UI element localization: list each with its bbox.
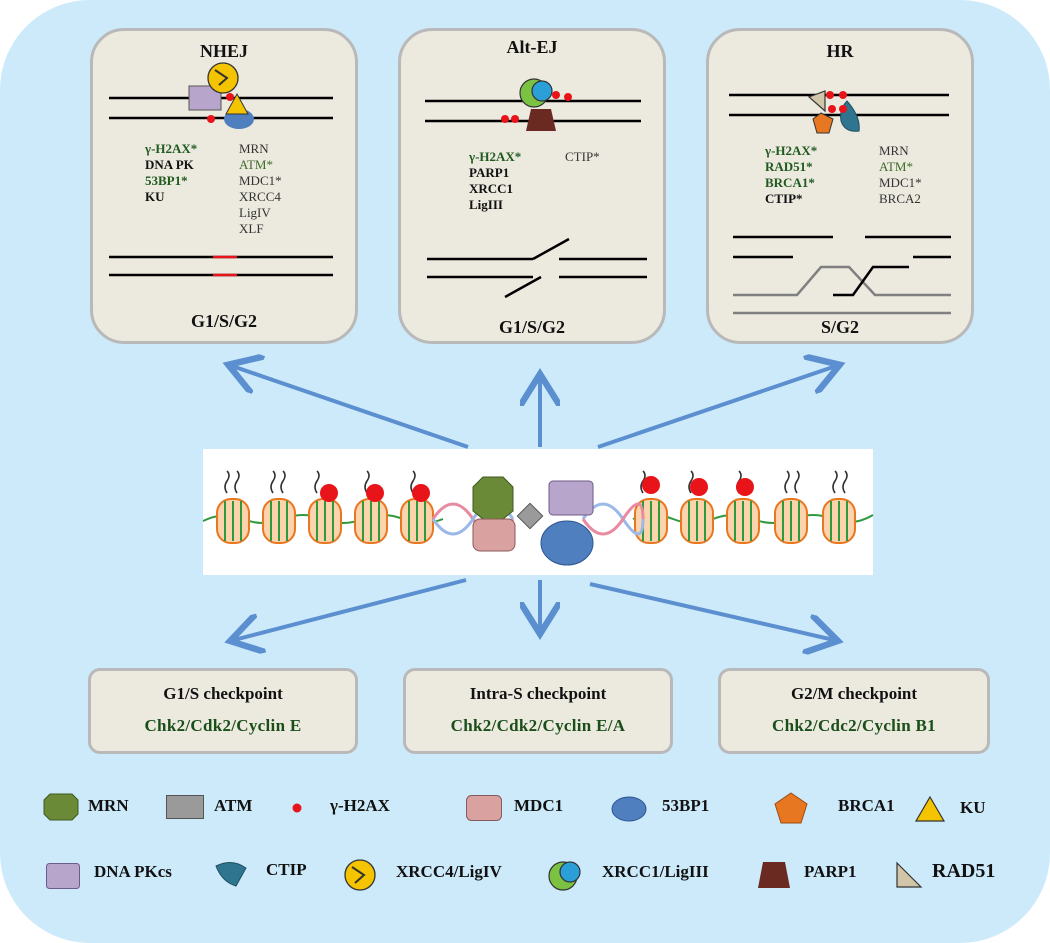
factor-label: γ-H2AX* xyxy=(469,149,522,164)
hr-cell-cycle: S/G2 xyxy=(820,317,859,337)
53bp1-icon xyxy=(611,796,647,822)
parp1-icon xyxy=(758,862,790,888)
factor-label: BRCA2 xyxy=(879,191,921,206)
factor-label: RAD51* xyxy=(765,159,813,174)
factor-label: XRCC1 xyxy=(469,181,514,196)
xrcc4-ligiv-icon xyxy=(344,859,376,891)
altej-cell-cycle: G1/S/G2 xyxy=(498,317,565,337)
factor-label: γ-H2AX* xyxy=(145,141,198,156)
atm-icon xyxy=(166,795,204,819)
checkpoint-proteins: Chk2/Cdk2/Cyclin E/A xyxy=(450,716,626,735)
altej-factors-left: γ-H2AX* PARP1 XRCC1 LigIII xyxy=(469,149,521,213)
factor-label: BRCA1* xyxy=(765,175,815,190)
legend-53bp1-label: 53BP1 xyxy=(662,796,710,815)
legend-ku-label: KU xyxy=(960,798,986,817)
hr-factors-right: MRN ATM* MDC1* BRCA2 xyxy=(879,143,922,207)
hr-repair-illustration xyxy=(729,90,949,134)
chromatin-panel xyxy=(202,449,874,575)
legend-brca1-label: BRCA1 xyxy=(838,796,895,815)
legend-rad51-label: RAD51 xyxy=(932,860,996,882)
legend-mdc1-label: MDC1 xyxy=(514,796,564,815)
altej-card: Alt-EJ γ-H2AX* PARP1 XRCC1 LigIII CTIP* … xyxy=(398,28,666,344)
legend-ctip-label: CTIP xyxy=(266,860,307,879)
nhej-ligated-dna xyxy=(109,255,333,277)
mdc1-icon xyxy=(466,795,502,821)
nhej-repair-illustration xyxy=(109,62,333,129)
legend-parp1-label: PARP1 xyxy=(804,862,857,881)
factor-label: ATM* xyxy=(239,157,273,172)
factor-label: CTIP* xyxy=(765,191,803,206)
altej-end-joining-dna xyxy=(427,237,647,299)
nhej-factors-right: MRN ATM* MDC1* XRCC4 LigIV XLF xyxy=(239,141,282,237)
factor-label: 53BP1* xyxy=(145,173,188,188)
factor-label: LigIV xyxy=(239,205,271,220)
legend-h2ax-label: γ-H2AX xyxy=(330,796,390,815)
factor-label: XRCC4 xyxy=(239,189,281,204)
factor-label: γ-H2AX* xyxy=(765,143,818,158)
factor-label: PARP1 xyxy=(469,165,510,180)
legend-xrcc4-label: XRCC4/LigIV xyxy=(396,862,502,881)
factor-label: KU xyxy=(145,189,165,204)
checkpoint-title: G2/M checkpoint xyxy=(790,684,918,703)
legend-xrcc1-label: XRCC1/LigIII xyxy=(602,862,709,881)
checkpoint-title: Intra-S checkpoint xyxy=(469,684,607,703)
factor-label: XLF xyxy=(239,221,264,236)
h2ax-dot-icon xyxy=(292,803,302,813)
altej-repair-illustration xyxy=(425,78,641,131)
mrn-icon xyxy=(43,793,79,821)
rad51-icon xyxy=(896,861,923,888)
hr-card: HR γ-H2AX* RAD51* BRCA1* CTIP* MRN ATM* … xyxy=(706,28,974,344)
nhej-factors-left: γ-H2AX* DNA PK 53BP1* KU xyxy=(145,141,197,205)
factor-label: MDC1* xyxy=(879,175,922,190)
dna-pkcs-icon xyxy=(46,863,80,889)
hr-factors-left: γ-H2AX* RAD51* BRCA1* CTIP* xyxy=(765,143,817,207)
altej-title: Alt-EJ xyxy=(506,37,558,57)
checkpoint-title: G1/S checkpoint xyxy=(163,684,283,703)
factor-label: MDC1* xyxy=(239,173,282,188)
nhej-card: NHEJ γ-H2AX* DNA PK 53BP1* KU MRN ATM* M… xyxy=(90,28,358,344)
checkpoint-proteins: Chk2/Cdc2/Cyclin B1 xyxy=(772,716,936,735)
brca1-icon xyxy=(774,792,808,824)
chromatin-illustration xyxy=(202,470,874,566)
altej-factors-right: CTIP* xyxy=(565,149,600,165)
checkpoint-g1s: G1/S checkpoint Chk2/Cdk2/Cyclin E xyxy=(88,668,358,754)
factor-label: CTIP* xyxy=(565,149,600,164)
legend-mrn-label: MRN xyxy=(88,796,129,815)
hr-strand-invasion-dna xyxy=(733,235,951,315)
xrcc1-ligiii-icon xyxy=(548,861,581,891)
checkpoint-g2m: G2/M checkpoint Chk2/Cdc2/Cyclin B1 xyxy=(718,668,990,754)
checkpoint-intra-s: Intra-S checkpoint Chk2/Cdk2/Cyclin E/A xyxy=(403,668,673,754)
nhej-title: NHEJ xyxy=(199,41,248,61)
factor-label: DNA PK xyxy=(145,157,194,172)
ku-icon xyxy=(914,795,946,822)
factor-label: ATM* xyxy=(879,159,913,174)
factor-label: LigIII xyxy=(469,197,503,212)
legend-dnapkcs-label: DNA PKcs xyxy=(94,862,172,881)
legend-atm-label: ATM xyxy=(214,796,253,815)
nhej-cell-cycle: G1/S/G2 xyxy=(190,311,257,331)
ctip-icon xyxy=(215,862,247,887)
checkpoint-proteins: Chk2/Cdk2/Cyclin E xyxy=(144,716,302,735)
factor-label: MRN xyxy=(879,143,909,158)
hr-title: HR xyxy=(826,41,854,61)
factor-label: MRN xyxy=(239,141,269,156)
